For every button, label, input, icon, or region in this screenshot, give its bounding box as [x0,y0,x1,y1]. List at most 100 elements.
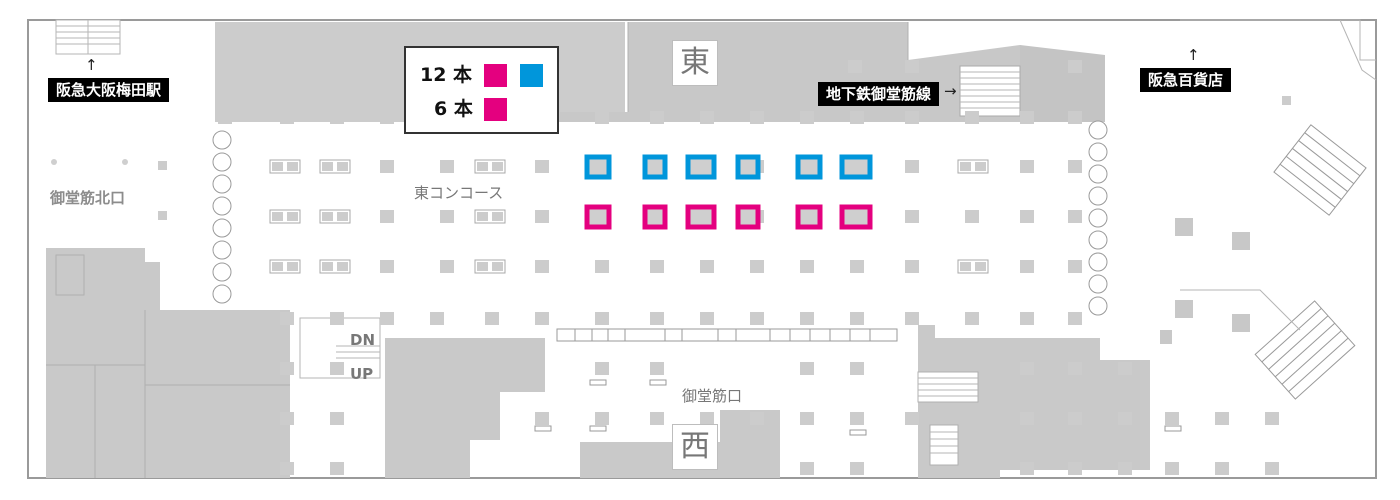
pillar [650,260,664,273]
pillar-highlight-cyan [735,154,761,180]
pillar [330,111,344,124]
pillar [595,412,609,425]
pillar [477,162,488,171]
pillar [1068,210,1082,223]
pillar [850,412,864,425]
pillar [535,160,549,173]
pillar [800,362,814,375]
label-midosuji-exit: 御堂筋口 [682,387,743,405]
pillar [650,312,664,325]
pillar [218,60,232,73]
pillar [492,262,503,271]
pillar [272,212,283,221]
pillar [322,262,333,271]
pillar [440,260,454,273]
legend-swatch-magenta-6 [484,98,507,121]
pillar [492,162,503,171]
pillar [440,160,454,173]
pillar [850,312,864,325]
pillar [905,60,919,73]
pillar [1020,412,1034,425]
arrow-right-icon: → [944,82,957,100]
pillar [337,212,348,221]
pillar [280,111,294,124]
east-marker: 東 [672,40,718,86]
pillar [535,260,549,273]
pillar [800,462,814,475]
pillar [380,111,394,124]
pillar-highlight-cyan [584,154,612,180]
pillar [650,362,664,375]
pillar [322,162,333,171]
pillar [280,462,294,475]
pillar [750,111,764,124]
pillar-highlight-magenta [795,204,823,230]
pillar [535,210,549,223]
pillar [905,260,919,273]
pillar [905,160,919,173]
pillar [380,210,394,223]
pillar [750,260,764,273]
bench [589,379,607,386]
label-hankyu-osaka-umeda: 阪急大阪梅田駅 [48,78,170,102]
pillar [492,212,503,221]
pillar [287,162,298,171]
pillar [1068,362,1082,375]
pillar [595,362,609,375]
pillar [905,210,919,223]
pillar [1020,111,1034,124]
pillar [477,212,488,221]
pillar-highlight-magenta [839,204,873,230]
pillar [750,312,764,325]
pillar [700,111,714,124]
pillar [1068,60,1082,73]
pillar-highlight-cyan [795,154,823,180]
pillar [975,162,986,171]
pillar [850,462,864,475]
legend-swatch-magenta-12 [484,64,507,87]
building-west [46,248,290,478]
pillar [975,262,986,271]
pillar [1118,462,1132,475]
pillar [272,162,283,171]
pillar [700,312,714,325]
building-south-east [918,325,1150,478]
legend-swatch-cyan-12 [520,64,543,87]
pillar [650,412,664,425]
bench [534,425,552,432]
pillar [1165,412,1179,425]
pillar [800,111,814,124]
pillar-highlight-magenta [584,204,612,230]
arrow-up-icon: ↑ [85,56,98,74]
pillar [905,412,919,425]
pillar [535,412,549,425]
pillar [595,111,609,124]
pillar [280,412,294,425]
pillar [1265,462,1279,475]
pillar [337,162,348,171]
bench [1164,425,1182,432]
pillar [1020,210,1034,223]
legend-box: 12 本 6 本 [404,46,559,134]
pillar [1020,462,1034,475]
pillar [848,60,862,73]
pillar [850,111,864,124]
pillar [1020,312,1034,325]
arrow-up-icon: ↑ [1187,46,1200,64]
pillar [1265,412,1279,425]
pillar [1068,412,1082,425]
pillar [218,111,232,124]
pillar [750,412,764,425]
building-south-mid [385,338,545,478]
pillar [1118,412,1132,425]
bench [649,379,667,386]
pillar [1215,412,1229,425]
bench [849,429,867,436]
legend-row-12: 12 本 [420,64,473,86]
pillar [430,312,444,325]
pillar [1118,362,1132,375]
pillar [337,262,348,271]
pillar [595,260,609,273]
pillar-highlight-magenta [735,204,761,230]
pillar [1215,462,1229,475]
